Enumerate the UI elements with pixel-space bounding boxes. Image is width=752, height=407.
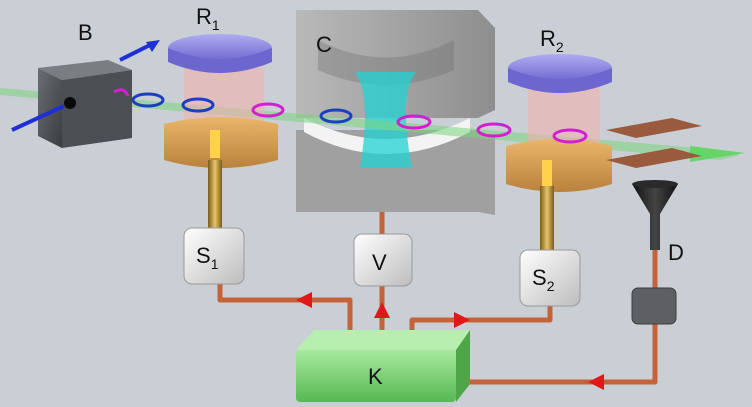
source-s1 (183, 227, 245, 285)
label-v: V (372, 250, 387, 275)
controller-k (296, 330, 470, 402)
label-s2: S2 (532, 265, 555, 294)
ring (131, 92, 165, 108)
wire-arrows (296, 292, 604, 390)
atom-rings (131, 92, 588, 144)
wire-k-to-s2 (409, 302, 553, 333)
label-c: C (316, 32, 332, 57)
label-r1: R1 (196, 4, 220, 33)
label-s1: S1 (196, 243, 219, 272)
label-b: B (78, 20, 93, 45)
detector-d (632, 180, 678, 250)
label-r2: R2 (540, 26, 564, 55)
ring (552, 128, 588, 144)
label-d: D (668, 240, 684, 265)
voltage-v (353, 233, 413, 287)
ring (396, 114, 432, 130)
detector-plates (606, 118, 702, 168)
arrow-k-to-s2 (454, 312, 470, 328)
cavity-c (296, 10, 495, 215)
arrow-d-to-k (588, 374, 604, 390)
label-k: K (368, 364, 383, 389)
box-b (11, 40, 160, 148)
detector-box (631, 287, 677, 325)
wire-s1-to-k (217, 281, 353, 333)
wire-d-to-k (452, 319, 658, 385)
cavity-mode (355, 72, 416, 168)
arrow-s1-to-k (296, 292, 312, 308)
ramsey-zone-r1 (164, 34, 278, 228)
ring (476, 122, 512, 138)
ring (181, 97, 215, 113)
arrow-k-to-v (374, 302, 390, 318)
ramsey-zone-r2 (506, 54, 612, 250)
ring (251, 102, 285, 118)
source-s2 (519, 249, 581, 307)
wiring (217, 209, 658, 385)
ring (319, 108, 353, 124)
